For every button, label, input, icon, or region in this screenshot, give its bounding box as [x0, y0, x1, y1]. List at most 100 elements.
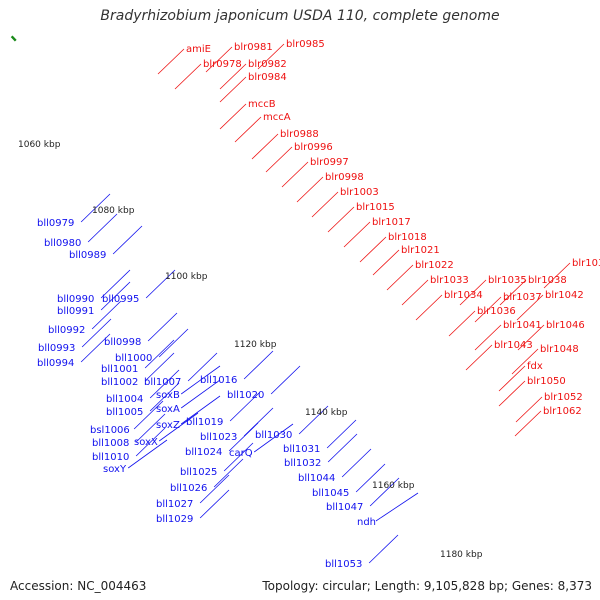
reverse-gene-label: bll0995: [102, 294, 139, 305]
forward-leader-line: [401, 279, 429, 306]
forward-leader-line: [343, 221, 371, 248]
forward-gene-label: mccB: [248, 99, 276, 110]
forward-leader-line: [474, 324, 502, 351]
reverse-leader-line: [270, 365, 301, 395]
reverse-leader-line: [213, 458, 244, 488]
forward-leader-line: [257, 43, 285, 70]
reverse-gene-label: soxZ: [156, 420, 180, 431]
ruler-label: 1140 kbp: [305, 408, 348, 418]
reverse-gene-label: bll1031: [283, 444, 320, 455]
forward-gene-label: blr1052: [544, 392, 583, 403]
reverse-gene-label: bsl1006: [90, 425, 130, 436]
reverse-gene-label: soxY: [103, 464, 127, 475]
forward-gene-label: blr1015: [356, 202, 395, 213]
reverse-leader-line: [253, 423, 294, 453]
topology-label: Topology: circular; Length: 9,105,828 bp…: [262, 579, 592, 593]
forward-leader-line: [517, 324, 545, 351]
reverse-leader-line: [144, 352, 175, 382]
forward-gene-label: blr0988: [280, 129, 319, 140]
forward-leader-line: [311, 191, 339, 218]
reverse-gene-label: bll1047: [326, 502, 363, 513]
reverse-gene-label: soxA: [156, 404, 180, 415]
reverse-gene-label: bll1025: [180, 467, 217, 478]
reverse-gene-label: bll1024: [185, 447, 222, 458]
reverse-gene-label: bll1032: [284, 458, 321, 469]
reverse-gene-label: bll0994: [37, 358, 74, 369]
forward-leader-line: [234, 116, 262, 143]
reverse-leader-line: [223, 442, 254, 472]
reverse-leader-line: [149, 382, 180, 412]
forward-leader-line: [219, 63, 247, 90]
forward-leader-line: [465, 344, 493, 371]
forward-leader-line: [251, 133, 279, 160]
forward-gene-label: blr0978: [203, 59, 242, 70]
reverse-gene-label: bll0993: [38, 343, 75, 354]
reverse-gene-label: bll1023: [200, 432, 237, 443]
reverse-gene-label: bll1001: [101, 364, 138, 375]
forward-gene-label: blr1038: [528, 275, 567, 286]
ruler-label: 1100 kbp: [165, 272, 208, 282]
reverse-leader-line: [80, 193, 111, 223]
forward-gene-label: blr0984: [248, 72, 287, 83]
forward-leader-line: [498, 365, 526, 392]
reverse-gene-label: bll1044: [298, 473, 335, 484]
ruler-label: 1180 kbp: [440, 550, 483, 560]
reverse-leader-line: [243, 350, 274, 380]
reverse-gene-label: bll0980: [44, 238, 81, 249]
reverse-leader-line: [187, 352, 218, 382]
forward-gene-label: blr0998: [325, 172, 364, 183]
forward-leader-line: [205, 46, 233, 73]
reverse-leader-line: [368, 534, 399, 564]
reverse-leader-line: [149, 369, 180, 399]
reverse-leader-line: [180, 395, 221, 425]
reverse-gene-label: bll0991: [57, 306, 94, 317]
reverse-leader-line: [228, 422, 259, 452]
reverse-gene-label: bll0979: [37, 218, 74, 229]
forward-leader-line: [511, 348, 539, 375]
gene-labels-layer: 1060 kbp 1080 kbp 1100 kbp 1120 kbp 1140 kbp…: [18, 39, 600, 570]
reverse-leader-line: [199, 489, 230, 519]
reverse-gene-label: bll1026: [170, 483, 207, 494]
ruler-label: 1080 kbp: [92, 206, 135, 216]
forward-leader-line: [448, 310, 476, 337]
forward-gene-label: blr1021: [401, 245, 440, 256]
reverse-leader-line: [91, 300, 122, 330]
reverse-gene-label: bll1045: [312, 488, 349, 499]
reverse-leader-line: [135, 427, 166, 457]
forward-gene-label: blr1017: [372, 217, 411, 228]
forward-gene-label: blr1034: [444, 290, 483, 301]
forward-gene-label: blr0997: [310, 157, 349, 168]
forward-gene-label: blr1043: [494, 340, 533, 351]
reverse-gene-label: bll1010: [92, 452, 129, 463]
reverse-leader-line: [112, 225, 143, 255]
forward-leader-line: [474, 296, 502, 323]
reverse-gene-label: bll1004: [106, 394, 143, 405]
map-title: Bradyrhizobium japonicum USDA 110, compl…: [100, 8, 500, 24]
reverse-gene-label: soxX: [134, 437, 158, 448]
reverse-leader-line: [145, 269, 176, 299]
reverse-gene-label: bll1027: [156, 499, 193, 510]
reverse-gene-label: bll1007: [144, 377, 181, 388]
forward-leader-line: [498, 380, 526, 407]
reverse-leader-line: [127, 439, 168, 469]
ruler-label: 1060 kbp: [18, 140, 61, 150]
reverse-leader-line: [144, 339, 175, 369]
reverse-leader-line: [100, 269, 131, 299]
forward-gene-label: blr0982: [248, 59, 287, 70]
ruler-label: 1120 kbp: [234, 340, 277, 350]
reverse-leader-line: [81, 318, 112, 348]
reverse-leader-line: [298, 405, 329, 435]
forward-leader-line: [327, 206, 355, 233]
reverse-leader-line: [147, 312, 178, 342]
reverse-gene-label: bll1008: [92, 438, 129, 449]
reverse-leader-line: [180, 365, 221, 395]
tick-dash: [10, 35, 17, 42]
reverse-leader-line: [135, 413, 166, 443]
reverse-leader-line: [327, 433, 358, 463]
reverse-gene-label: bll0998: [104, 337, 141, 348]
reverse-leader-line: [158, 328, 189, 358]
reverse-leader-line: [355, 463, 386, 493]
reverse-leader-line: [100, 281, 131, 311]
forward-leader-line: [516, 294, 544, 321]
